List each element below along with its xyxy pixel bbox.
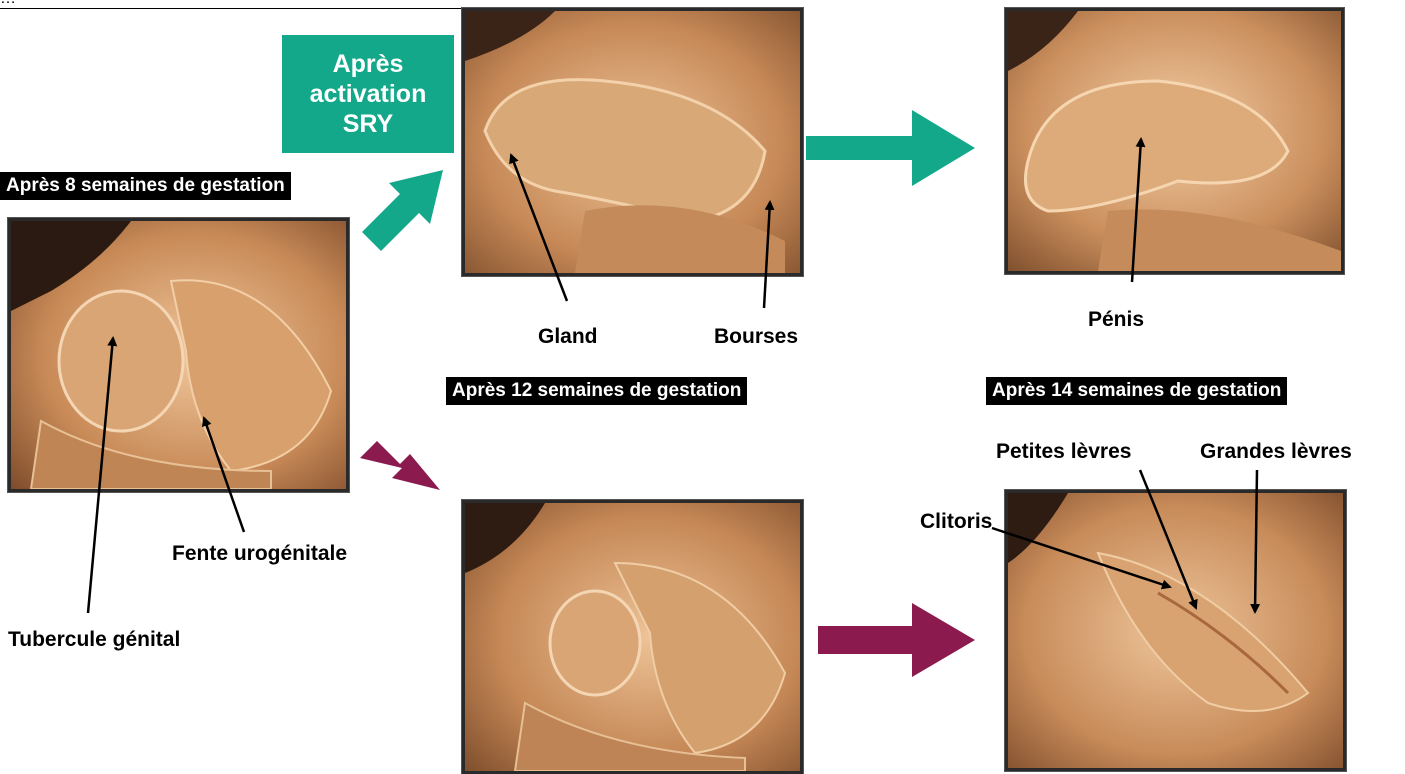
male-path-arrow-diagonal <box>362 170 443 251</box>
photo-week14-female <box>1005 490 1346 771</box>
label-petites-levres: Petites lèvres <box>996 440 1131 464</box>
label-fente-urogenitale: Fente urogénitale <box>172 542 347 566</box>
label-bourses: Bourses <box>714 325 798 349</box>
label-penis: Pénis <box>1088 308 1144 332</box>
label-gland: Gland <box>538 325 598 349</box>
photo-week12-female <box>462 500 803 774</box>
stage-tag-week14: Après 14 semaines de gestation <box>986 377 1287 405</box>
sry-line-2: activation <box>310 79 427 109</box>
sry-activation-box: Après activation SRY <box>282 35 454 153</box>
female-path-arrow-diagonal <box>360 441 440 490</box>
sry-line-3: SRY <box>343 109 393 139</box>
label-clitoris: Clitoris <box>920 510 992 534</box>
label-grandes-levres: Grandes lèvres <box>1200 440 1352 464</box>
sry-line-1: Après <box>333 49 404 79</box>
male-path-arrow-horizontal <box>806 110 975 186</box>
photo-week14-male <box>1005 8 1344 274</box>
stage-tag-week8: Après 8 semaines de gestation <box>0 172 291 200</box>
photo-week8-indifferent <box>8 218 349 492</box>
label-tubercule-genital: Tubercule génital <box>8 628 180 652</box>
female-path-arrow-horizontal <box>818 603 975 677</box>
cropped-header-text: … <box>0 0 16 8</box>
photo-week12-male <box>462 8 803 276</box>
stage-tag-week12: Après 12 semaines de gestation <box>446 377 747 405</box>
